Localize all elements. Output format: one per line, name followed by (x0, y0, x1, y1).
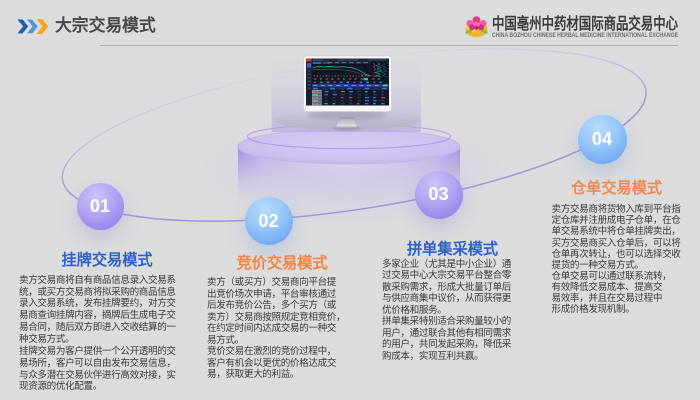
svg-text:中国亳州中药材国际商品交易中心: 中国亳州中药材国际商品交易中心 (492, 14, 678, 33)
svg-text:CHINA BOZHOU CHINESE HERBAL ME: CHINA BOZHOU CHINESE HERBAL MEDICINE INT… (492, 32, 678, 39)
